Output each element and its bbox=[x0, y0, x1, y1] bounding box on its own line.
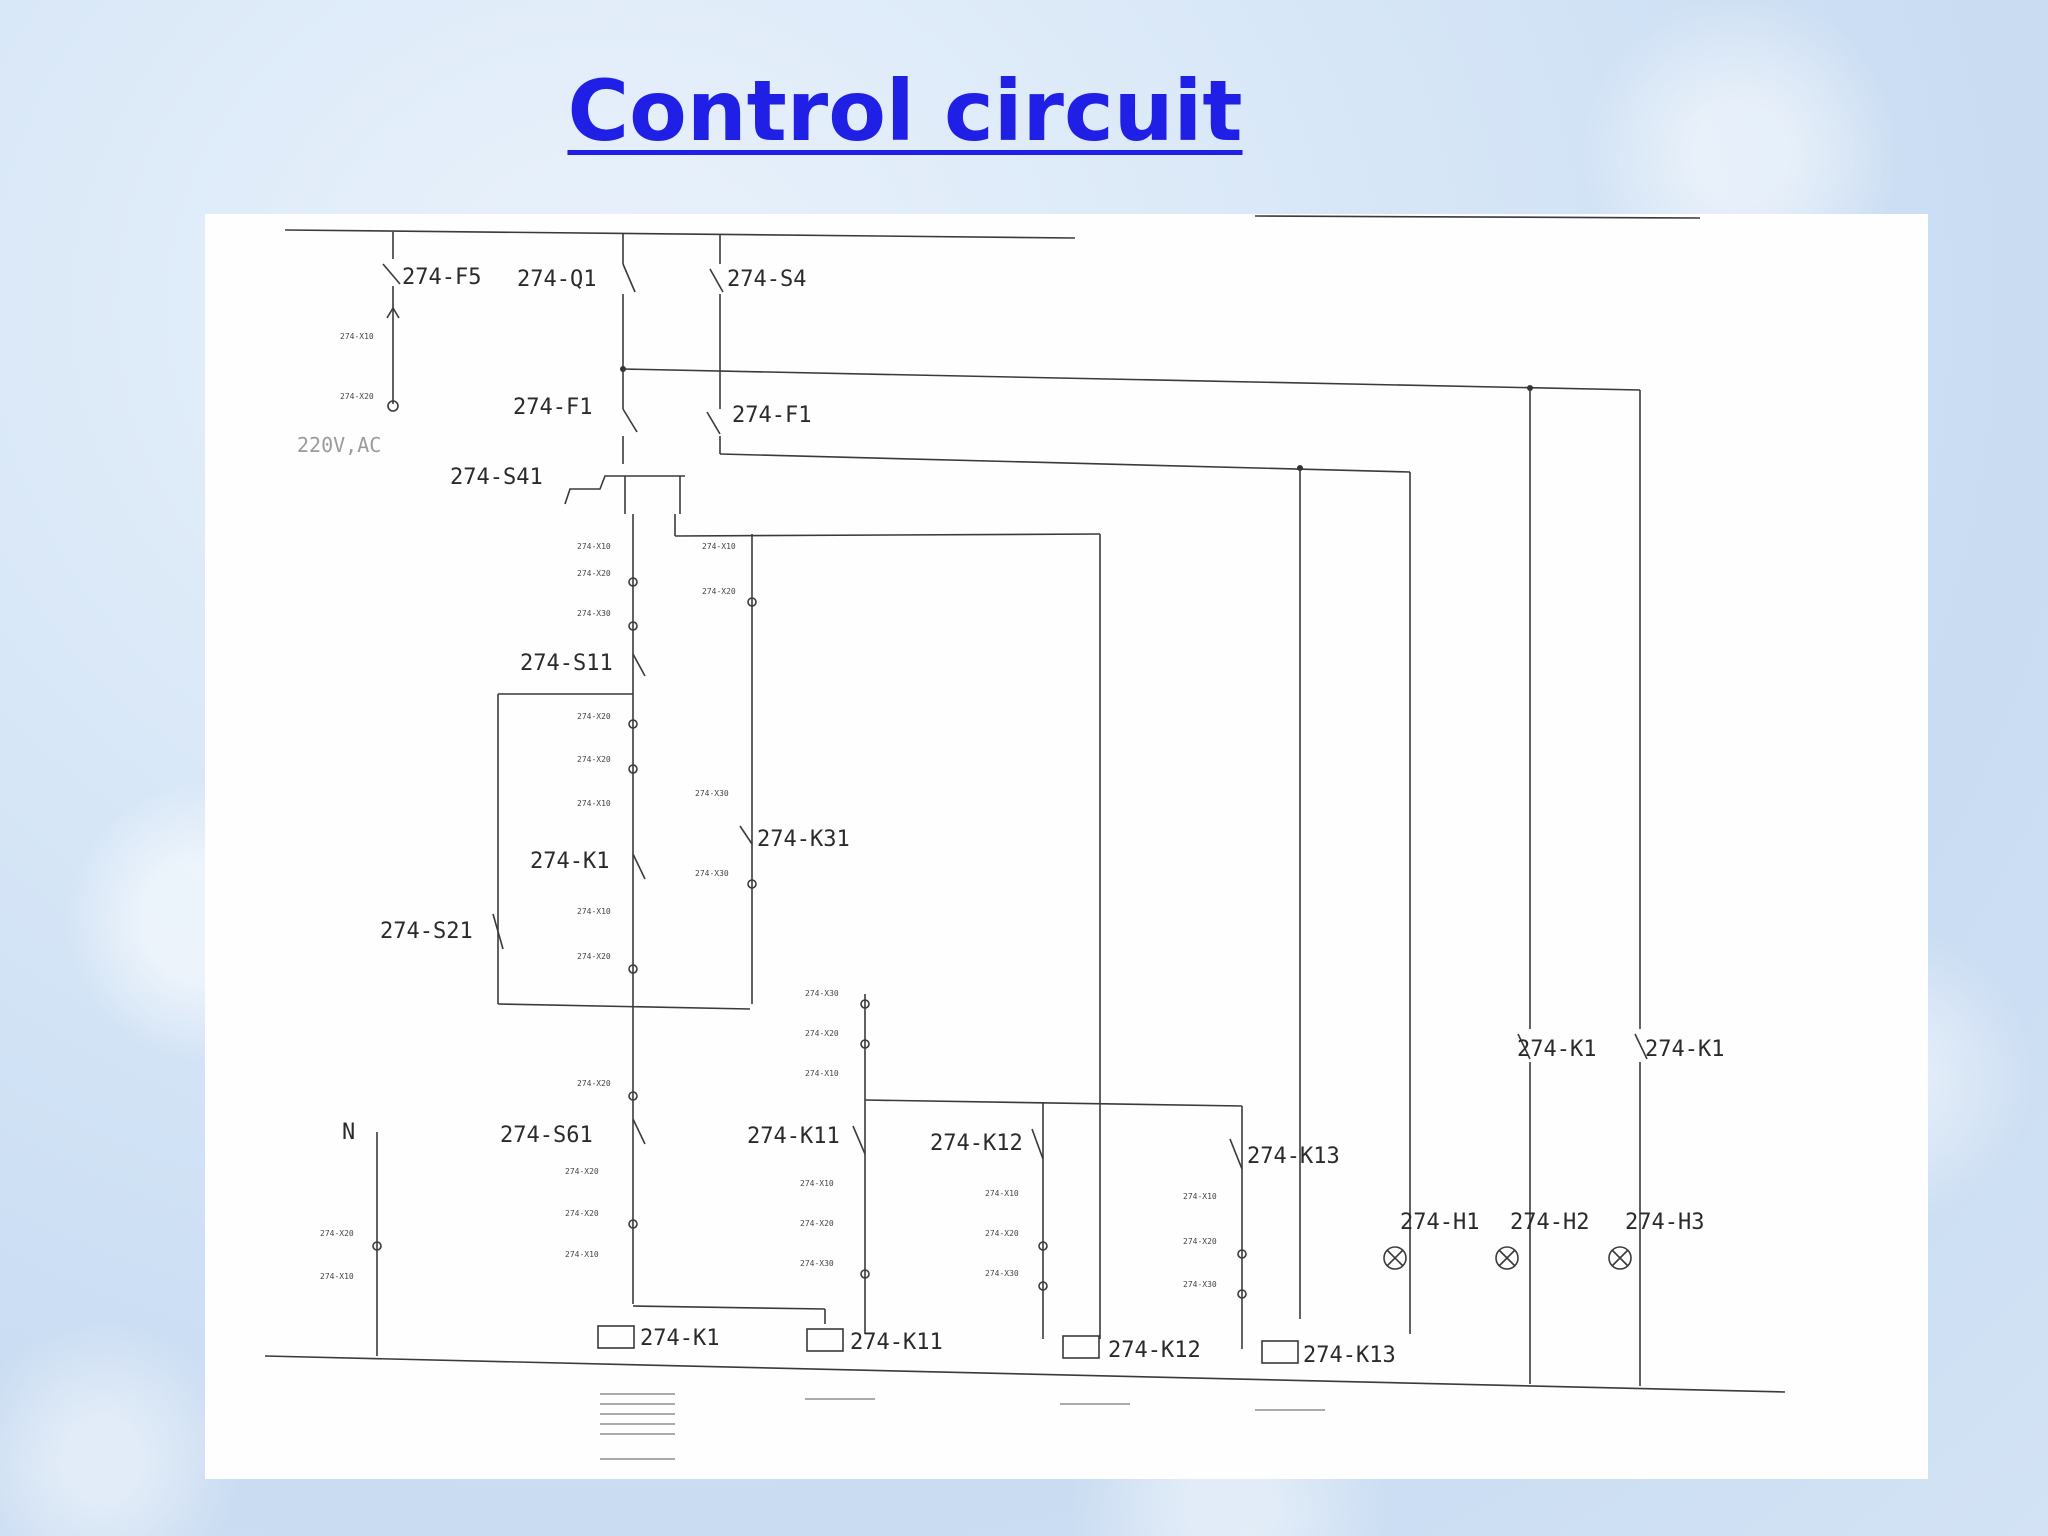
label-h1: 274-H1 bbox=[1400, 1210, 1479, 1235]
svg-text:274-X10: 274-X10 bbox=[1183, 1192, 1217, 1201]
slide-title: Control circuit bbox=[567, 62, 1243, 160]
label-coil-k11: 274-K11 bbox=[850, 1330, 943, 1355]
svg-text:274-X30: 274-X30 bbox=[577, 609, 611, 618]
svg-text:274-X10: 274-X10 bbox=[320, 1272, 354, 1281]
label-k11-contact: 274-K11 bbox=[747, 1124, 840, 1149]
svg-text:274-X20: 274-X20 bbox=[320, 1229, 354, 1238]
coils: 274-K1 274-K11 274-K12 274-K13 bbox=[597, 1305, 1396, 1368]
label-neutral: N bbox=[342, 1120, 355, 1145]
label-s4: 274-S4 bbox=[727, 267, 806, 292]
label-h3: 274-H3 bbox=[1625, 1210, 1704, 1235]
label-h2: 274-H2 bbox=[1510, 1210, 1589, 1235]
svg-text:274-X10: 274-X10 bbox=[805, 1069, 839, 1078]
neutral-branch: N 274-X20 274-X10 bbox=[320, 1120, 382, 1356]
label-s21: 274-S21 bbox=[380, 919, 473, 944]
svg-text:274-X10: 274-X10 bbox=[800, 1179, 834, 1188]
s41-section: 274-S41 bbox=[450, 465, 1101, 537]
k11-k13-branch: 274-X30 274-X20 274-X10 274-K11 274-X10 … bbox=[747, 989, 1340, 1349]
svg-text:274-X20: 274-X20 bbox=[577, 755, 611, 764]
label-k31: 274-K31 bbox=[757, 827, 850, 852]
lamp-h3-icon bbox=[1608, 1246, 1632, 1270]
svg-text:274-X20: 274-X20 bbox=[577, 1079, 611, 1088]
f5-branch: 274-X10 274-X20 274-F5 220V,AC bbox=[297, 232, 481, 457]
svg-text:274-X30: 274-X30 bbox=[800, 1259, 834, 1268]
svg-text:274-X20: 274-X20 bbox=[577, 569, 611, 578]
contact-reference-tables bbox=[600, 1393, 1325, 1460]
svg-text:274-X30: 274-X30 bbox=[695, 869, 729, 878]
svg-text:274-X30: 274-X30 bbox=[985, 1269, 1019, 1278]
svg-text:274-X10: 274-X10 bbox=[702, 542, 736, 551]
label-q1: 274-Q1 bbox=[517, 267, 596, 292]
lamp-h2-icon bbox=[1495, 1246, 1519, 1270]
coil-k11-icon bbox=[806, 1328, 844, 1352]
top-bus-right bbox=[1254, 215, 1701, 219]
svg-text:274-X20: 274-X20 bbox=[1183, 1237, 1217, 1246]
f1-section: 274-F1 274-F1 bbox=[513, 369, 1411, 1334]
indicator-branches: 274-K1 274-K1 274-H1 274-H2 274-H3 bbox=[1383, 388, 1724, 1386]
label-s11: 274-S11 bbox=[520, 651, 613, 676]
label-k1-no: 274-K1 bbox=[1517, 1037, 1596, 1062]
coil-k13-icon bbox=[1261, 1340, 1299, 1364]
label-supply: 220V,AC bbox=[297, 433, 381, 457]
top-bus bbox=[284, 229, 1076, 239]
svg-text:274-X20: 274-X20 bbox=[565, 1167, 599, 1176]
svg-text:274-X30: 274-X30 bbox=[1183, 1280, 1217, 1289]
main-left-branch: 274-X10 274-X20 274-X30 274-S11 274-S21 … bbox=[380, 514, 751, 1304]
coil-k12-icon bbox=[1062, 1335, 1100, 1359]
svg-text:274-X10: 274-X10 bbox=[340, 332, 374, 341]
label-f1-b: 274-F1 bbox=[732, 403, 811, 428]
label-k1-nc: 274-K1 bbox=[1645, 1037, 1724, 1062]
label-k13-contact: 274-K13 bbox=[1247, 1144, 1340, 1169]
label-coil-k12: 274-K12 bbox=[1108, 1338, 1201, 1363]
label-coil-k1: 274-K1 bbox=[640, 1326, 719, 1351]
svg-text:274-X20: 274-X20 bbox=[702, 587, 736, 596]
label-k12-contact: 274-K12 bbox=[930, 1131, 1023, 1156]
svg-text:274-X20: 274-X20 bbox=[565, 1209, 599, 1218]
q1-s4-section: 274-Q1 274-S4 bbox=[517, 234, 1641, 391]
svg-text:274-X10: 274-X10 bbox=[577, 542, 611, 551]
svg-text:274-X10: 274-X10 bbox=[565, 1250, 599, 1259]
svg-text:274-X20: 274-X20 bbox=[577, 712, 611, 721]
k31-branch: 274-X10 274-X20 274-X30 274-K31 274-X30 bbox=[695, 534, 1101, 1339]
label-s41: 274-S41 bbox=[450, 465, 543, 490]
bottom-bus bbox=[264, 1355, 1786, 1393]
lamp-h1-icon bbox=[1383, 1246, 1407, 1270]
svg-text:274-X20: 274-X20 bbox=[800, 1219, 834, 1228]
label-s61: 274-S61 bbox=[500, 1123, 593, 1148]
svg-text:274-X10: 274-X10 bbox=[985, 1189, 1019, 1198]
svg-text:274-X10: 274-X10 bbox=[577, 799, 611, 808]
schematic-sheet: 274-X10 274-X20 274-F5 220V,AC 274-Q1 27… bbox=[205, 214, 1928, 1479]
coil-k1-icon bbox=[597, 1325, 635, 1349]
label-f5: 274-F5 bbox=[402, 265, 481, 290]
svg-text:274-X20: 274-X20 bbox=[805, 1029, 839, 1038]
svg-text:274-X20: 274-X20 bbox=[577, 952, 611, 961]
label-coil-k13: 274-K13 bbox=[1303, 1343, 1396, 1368]
control-circuit-diagram: 274-X10 274-X20 274-F5 220V,AC 274-Q1 27… bbox=[264, 215, 1786, 1460]
svg-text:274-X30: 274-X30 bbox=[695, 789, 729, 798]
svg-text:274-X30: 274-X30 bbox=[805, 989, 839, 998]
svg-text:274-X10: 274-X10 bbox=[577, 907, 611, 916]
label-f1-a: 274-F1 bbox=[513, 395, 592, 420]
label-k1-contact: 274-K1 bbox=[530, 849, 609, 874]
svg-text:274-X20: 274-X20 bbox=[340, 392, 374, 401]
svg-text:274-X20: 274-X20 bbox=[985, 1229, 1019, 1238]
